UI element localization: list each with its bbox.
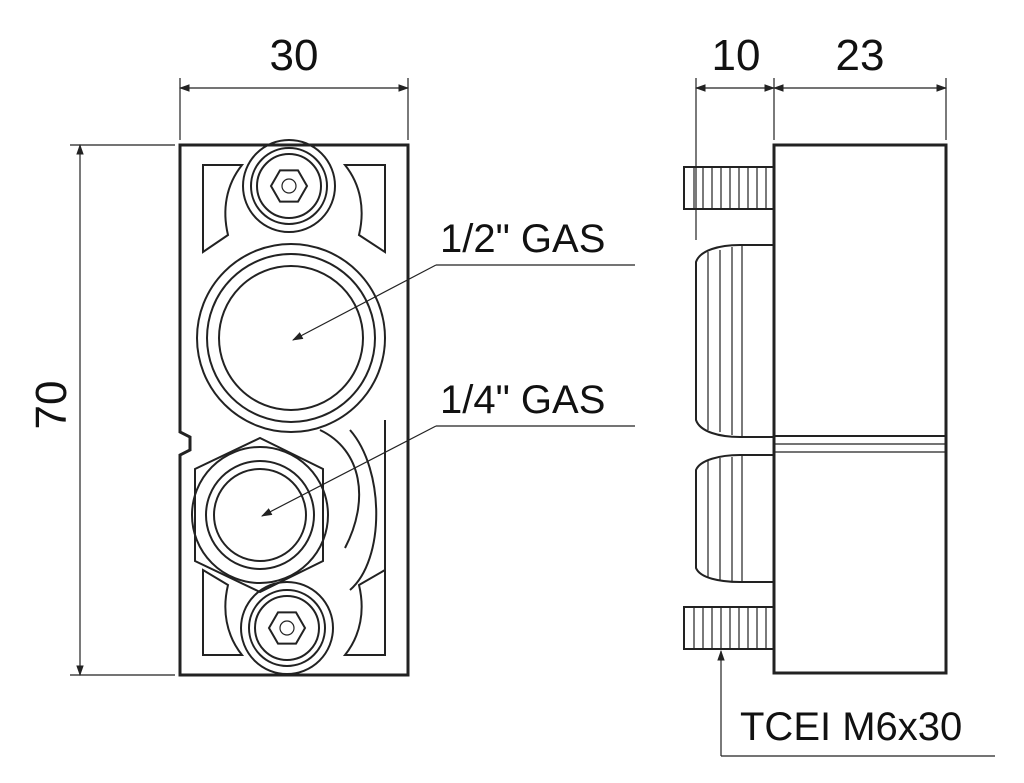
port-small-hex	[191, 420, 386, 600]
dimension-depth-body-label: 23	[836, 31, 885, 80]
top-screw-pocket	[202, 139, 386, 254]
callout-port-small-label: 1/4" GAS	[440, 378, 605, 422]
stud-bottom	[683, 606, 775, 650]
callout-screw-label: TCEI M6x30	[740, 705, 962, 749]
callout-port-small: 1/4" GAS	[261, 378, 635, 517]
dimension-depth: 10 23	[694, 31, 948, 240]
dimension-height: 70	[27, 143, 175, 677]
stud-top	[683, 166, 775, 210]
fitting-lower	[695, 454, 774, 583]
dimension-width-label: 30	[270, 31, 319, 80]
side-body	[772, 143, 948, 675]
fitting-upper	[695, 244, 774, 438]
front-view	[178, 139, 410, 677]
bottom-screw-pocket	[202, 568, 386, 675]
port-large	[196, 243, 386, 433]
side-view	[683, 143, 948, 675]
callout-port-large: 1/2" GAS	[292, 217, 635, 341]
callout-port-large-label: 1/2" GAS	[440, 217, 605, 261]
dimension-depth-stud-label: 10	[712, 31, 761, 80]
front-body-outline	[178, 143, 410, 677]
callout-screw: TCEI M6x30	[717, 649, 995, 757]
dimension-height-label: 70	[27, 381, 76, 430]
dimension-width: 30	[178, 31, 410, 140]
